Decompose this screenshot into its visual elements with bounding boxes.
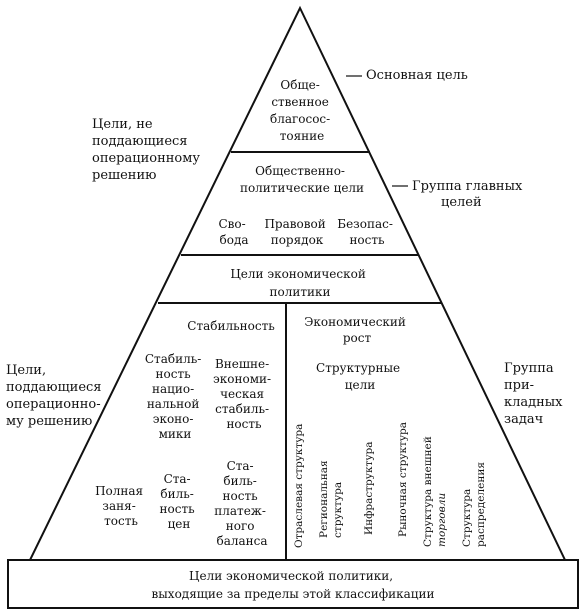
non-operational-side-label: Цели, не поддающиеся операционному решен… [92, 117, 204, 183]
foreign-trade-structure-label: Структура внешней торговли [422, 433, 448, 547]
stability-title: Стабильность [187, 319, 275, 333]
political-goals-title: Общественно- политические цели [240, 164, 364, 195]
distribution-structure-label: Структура распределения [461, 462, 487, 547]
economic-policy-label: Цели экономической политики [230, 267, 369, 299]
base-band [7, 559, 579, 609]
freedom-label: Сво- бода [218, 217, 249, 247]
operational-side-label: Цели, поддающиеся операционно- му решени… [6, 363, 106, 429]
full-employment-label: Полная заня- тость [95, 484, 147, 528]
infrastructure-label: Инфраструктура [363, 442, 375, 535]
base-label: Цели экономической политики, выходящие з… [152, 569, 435, 601]
apex-label: Обще- ственное благосос- тояние [270, 78, 334, 143]
legal-order-label: Правовой порядок [264, 217, 329, 247]
price-stability-label: Ста- биль- ность цен [160, 472, 199, 531]
market-structure-label: Рыночная структура [397, 422, 409, 537]
external-stability-label: Внешне- экономи- ческая стабиль- ность [213, 357, 275, 431]
main-group-side-label: Группа главных целей [412, 179, 526, 210]
applied-group-side-label: Группа при- кладных задач [504, 361, 567, 427]
sectoral-structure-label: Отраслевая структура [293, 424, 305, 548]
regional-structure-label: Региональная структура [318, 457, 344, 538]
growth-title: Экономический рост [304, 315, 410, 345]
national-stability-label: Стабиль- ность нацио- нальной эконо- мик… [145, 352, 205, 441]
balance-of-payments-label: Ста- биль- ность платеж- ного баланса [214, 459, 269, 548]
security-label: Безопас- ность [337, 217, 396, 247]
structural-goals-title: Структурные цели [316, 361, 404, 392]
main-goal-side-label: Основная цель [366, 68, 468, 83]
